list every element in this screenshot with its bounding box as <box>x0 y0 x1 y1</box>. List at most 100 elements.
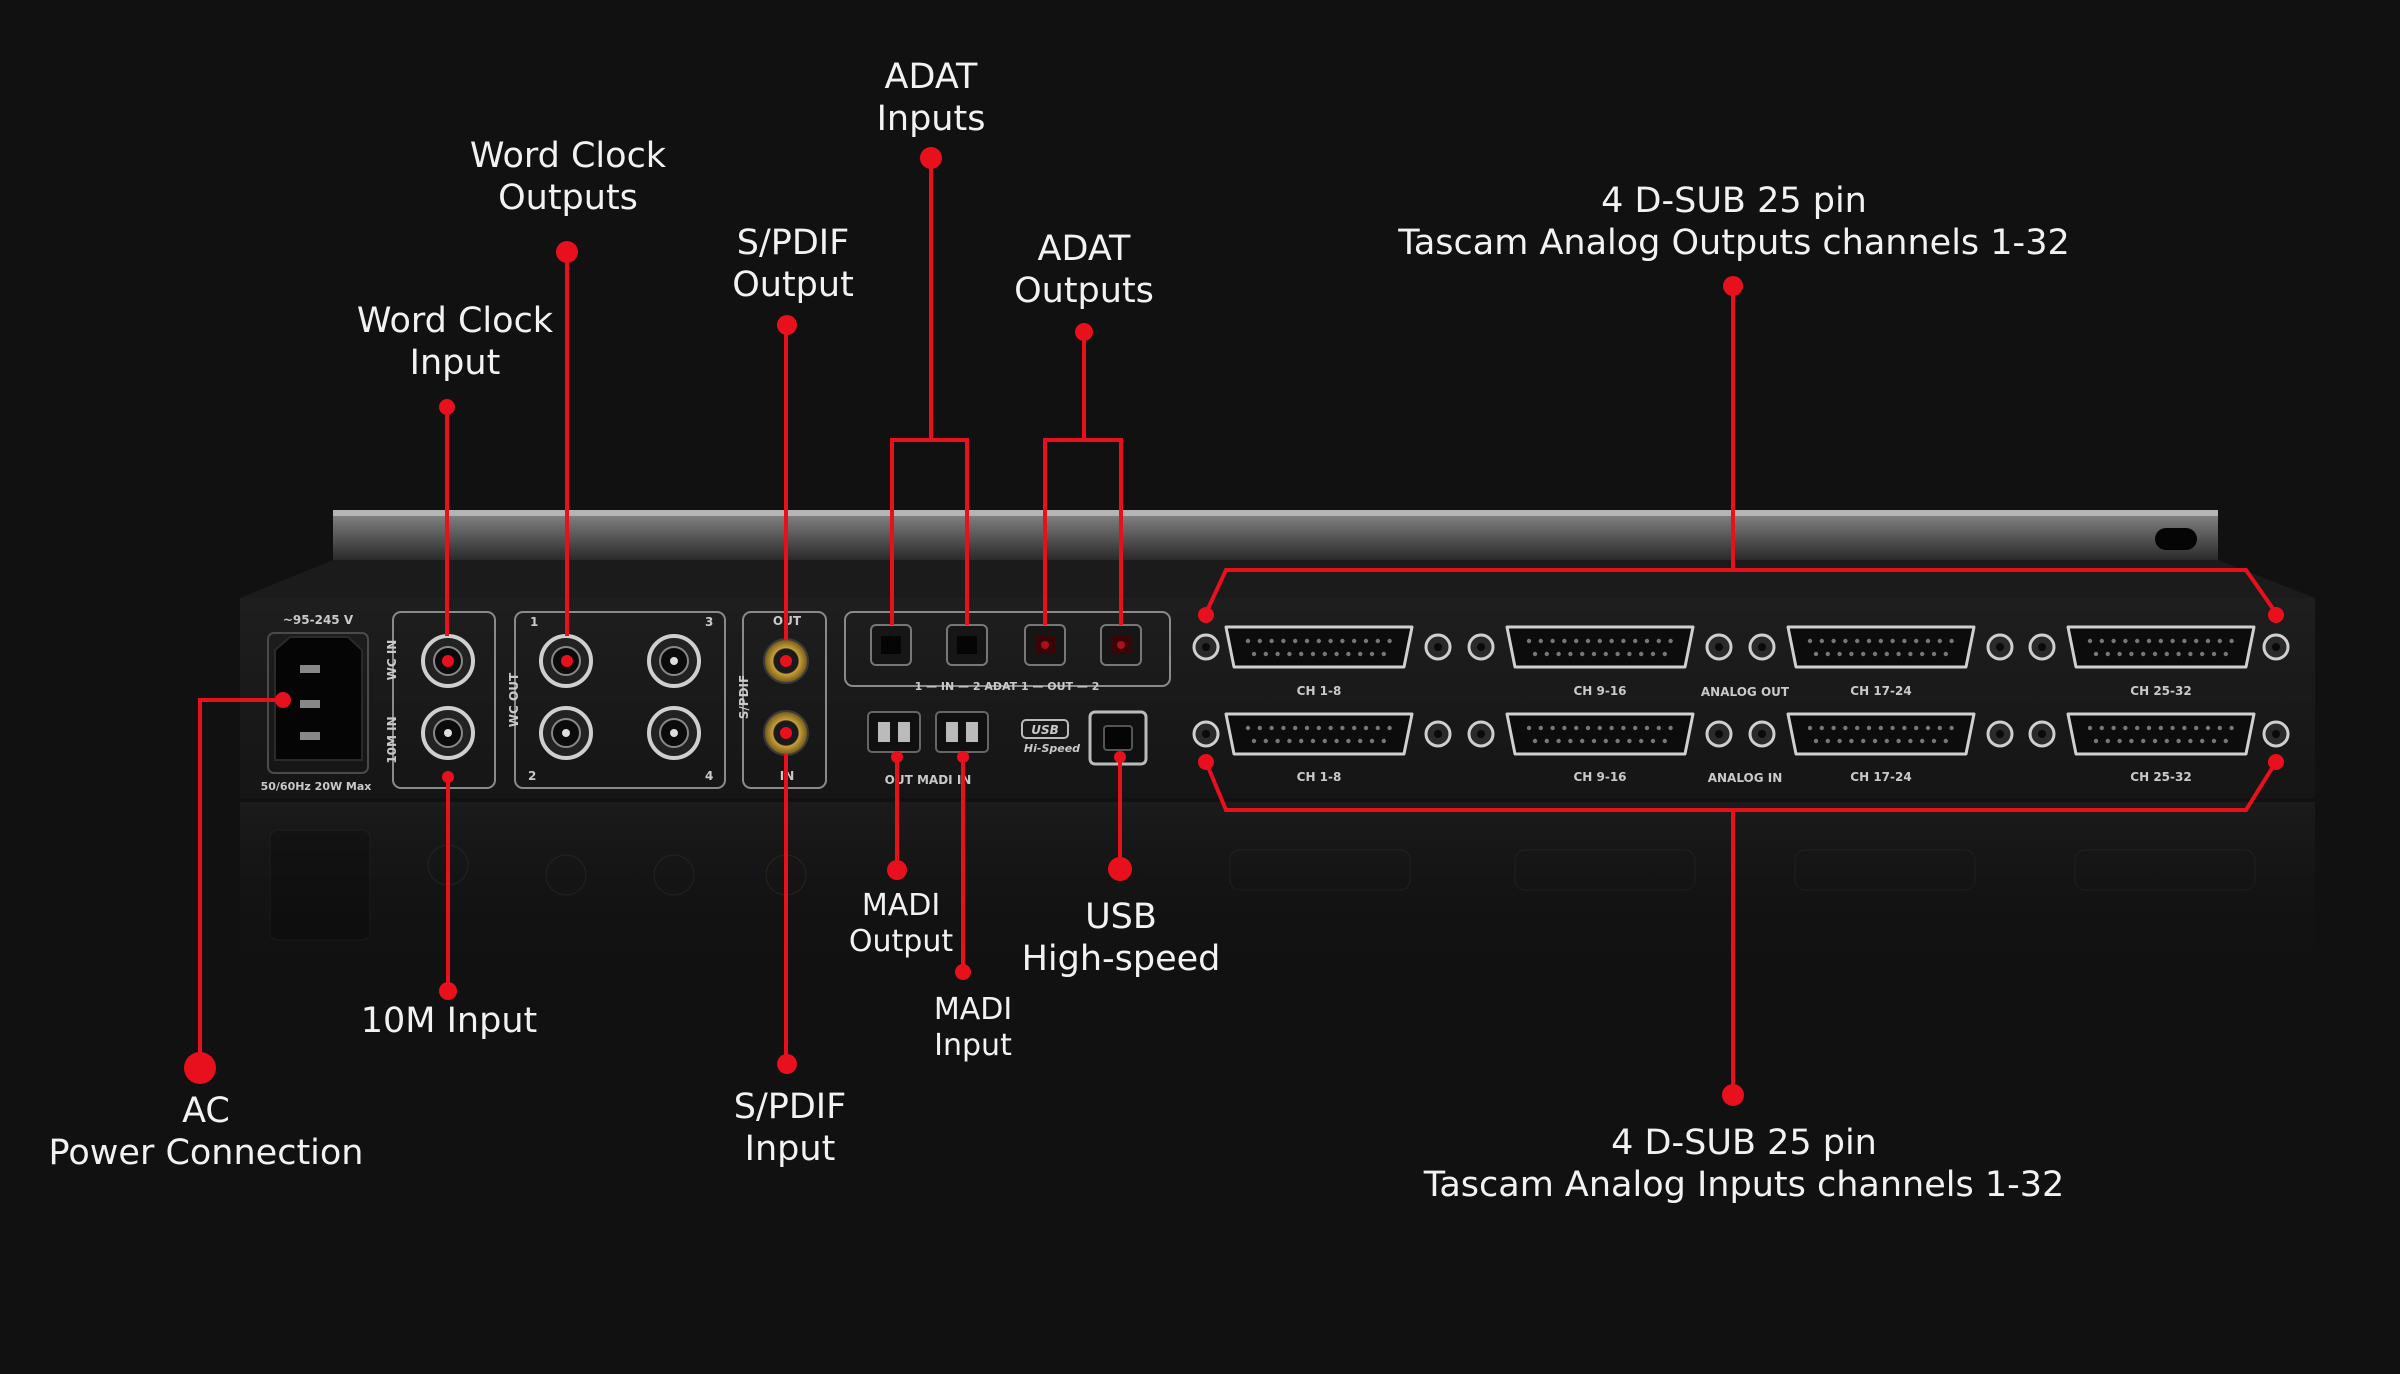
usb-logo-subtext: Hi-Speed <box>1024 742 1080 755</box>
standoff-screw[interactable] <box>2028 633 2056 661</box>
standoff-screw[interactable] <box>1705 633 1733 661</box>
rack-handle-slot <box>2155 528 2197 550</box>
madi-out-target-dot <box>891 751 903 763</box>
spdif-input-dot <box>777 1054 797 1074</box>
callout-madi-output: MADI Output <box>848 888 954 959</box>
word-clock-input-dot <box>439 399 455 415</box>
standoff-screw[interactable] <box>2262 720 2290 748</box>
dsub-out-right-dot <box>2268 607 2284 623</box>
standoff-screw[interactable] <box>1705 720 1733 748</box>
adat-in-2-port[interactable] <box>946 624 988 666</box>
usb-dot <box>1108 857 1132 881</box>
adat-label-text: 1 — IN — 2 ADAT 1 — OUT — 2 <box>915 680 1100 693</box>
callout-lines <box>198 156 2278 1095</box>
standoff-screw[interactable] <box>1424 720 1452 748</box>
standoff-screw[interactable] <box>2028 720 2056 748</box>
dsub-out-left-dot <box>1198 607 1214 623</box>
adat-out-2-port[interactable] <box>1100 624 1142 666</box>
standoff-screw[interactable] <box>1424 633 1452 661</box>
channel-group-label: CH 9-16 <box>1573 770 1626 784</box>
callout-madi-input: MADI Input <box>933 992 1013 1063</box>
standoff-screw[interactable] <box>1192 633 1220 661</box>
callout-word-clock-input: Word Clock Input <box>356 301 554 383</box>
channel-group-label: CH 25-32 <box>2130 770 2191 784</box>
tenm-in-bnc[interactable] <box>421 706 475 760</box>
word-clock-input-target-dot <box>442 655 454 667</box>
dsub-outputs-dot <box>1723 276 1743 296</box>
spdif-in-target-dot <box>780 727 792 739</box>
standoff-screw[interactable] <box>1192 720 1220 748</box>
standoff-screw[interactable] <box>1748 633 1776 661</box>
power-section: ~95-245 V 50/60Hz 20W Max <box>261 613 372 793</box>
tenm-input-dot <box>439 982 457 1000</box>
channel-group-label: CH 1-8 <box>1297 684 1342 698</box>
dsub25-out-2[interactable] <box>1505 625 1695 669</box>
callout-adat-inputs: ADAT Inputs <box>876 57 986 139</box>
wc-out-number-4: 4 <box>705 769 713 783</box>
tenm-in-text: 10M IN <box>385 716 399 763</box>
standoff-screw[interactable] <box>1467 633 1495 661</box>
wc-out-number-2: 2 <box>528 769 536 783</box>
callout-spdif-input: S/PDIF Input <box>733 1087 847 1169</box>
power-rating-text: ~95-245 V <box>283 613 354 627</box>
wordclock-out-bnc-4[interactable] <box>647 706 701 760</box>
adat-out-1-port[interactable] <box>1024 624 1066 666</box>
word-clock-out-target-dot <box>561 655 573 667</box>
wc-out-number-3: 3 <box>705 615 713 629</box>
madi-label-text: OUT MADI IN <box>885 773 972 787</box>
callout-dsub-outputs: 4 D-SUB 25 pin Tascam Analog Outputs cha… <box>1398 181 2070 263</box>
wordclock-out-bnc-2[interactable] <box>539 706 593 760</box>
callout-usb: USB High-speed <box>1021 897 1221 979</box>
madi-out-port[interactable] <box>867 711 921 753</box>
dsub25-in-1[interactable] <box>1224 712 1414 756</box>
usb-logo-text: USB <box>1031 723 1059 737</box>
dsub25-out-3[interactable] <box>1786 625 1976 669</box>
ac-power-dot <box>184 1052 216 1084</box>
standoff-screw[interactable] <box>1986 720 2014 748</box>
channel-group-label: CH 9-16 <box>1573 684 1626 698</box>
usb-logo: USB Hi-Speed <box>1021 719 1080 755</box>
word-clock-outputs-dot <box>556 241 578 263</box>
wordclock-out-bnc-3[interactable] <box>647 634 701 688</box>
madi-section: OUT MADI IN <box>867 711 989 787</box>
channel-group-label: CH 17-24 <box>1850 770 1911 784</box>
usb-section: USB Hi-Speed <box>1021 710 1148 766</box>
adat-in-1-port[interactable] <box>870 624 912 666</box>
spdif-output-dot <box>777 315 797 335</box>
analog-in-text: ANALOG IN <box>1708 771 1783 785</box>
adat-outputs-dot <box>1075 323 1093 341</box>
tenm-target-dot <box>442 771 454 783</box>
reflection-ghosts <box>269 829 2256 941</box>
callout-dsub-inputs: 4 D-SUB 25 pin Tascam Analog Inputs chan… <box>1423 1123 2065 1205</box>
callout-dots <box>184 147 2284 1106</box>
madi-input-dot <box>955 964 971 980</box>
dsub25-out-4[interactable] <box>2066 625 2256 669</box>
dsub25-in-3[interactable] <box>1786 712 1976 756</box>
wc-out-text: WC OUT <box>507 672 521 727</box>
callout-ac-power: AC Power Connection <box>48 1091 364 1173</box>
callout-adat-outputs: ADAT Outputs <box>1014 229 1154 311</box>
standoff-screw[interactable] <box>1467 720 1495 748</box>
callout-spdif-output: S/PDIF Output <box>732 223 854 305</box>
channel-group-label: CH 17-24 <box>1850 684 1911 698</box>
madi-in-port[interactable] <box>935 711 989 753</box>
dsub25-in-2[interactable] <box>1505 712 1695 756</box>
usb-target-dot <box>1114 751 1126 763</box>
dsub25-out-1[interactable] <box>1224 625 1414 669</box>
channel-group-label: CH 1-8 <box>1297 770 1342 784</box>
wc-out-number-1: 1 <box>530 615 538 629</box>
madi-in-target-dot <box>957 751 969 763</box>
dsub25-in-4[interactable] <box>2066 712 2256 756</box>
standoff-screw[interactable] <box>1986 633 2014 661</box>
dsub-inputs-dot <box>1722 1084 1744 1106</box>
iec-power-socket[interactable] <box>274 636 363 761</box>
standoff-screw[interactable] <box>1748 720 1776 748</box>
spdif-text: S/PDIF <box>737 675 751 719</box>
standoff-screw[interactable] <box>2262 633 2290 661</box>
power-spec-text: 50/60Hz 20W Max <box>261 780 372 793</box>
adat-inputs-dot <box>920 147 942 169</box>
dsub-in-left-dot <box>1198 754 1214 770</box>
spdif-out-target-dot <box>780 655 792 667</box>
analog-out-text: ANALOG OUT <box>1701 685 1790 699</box>
